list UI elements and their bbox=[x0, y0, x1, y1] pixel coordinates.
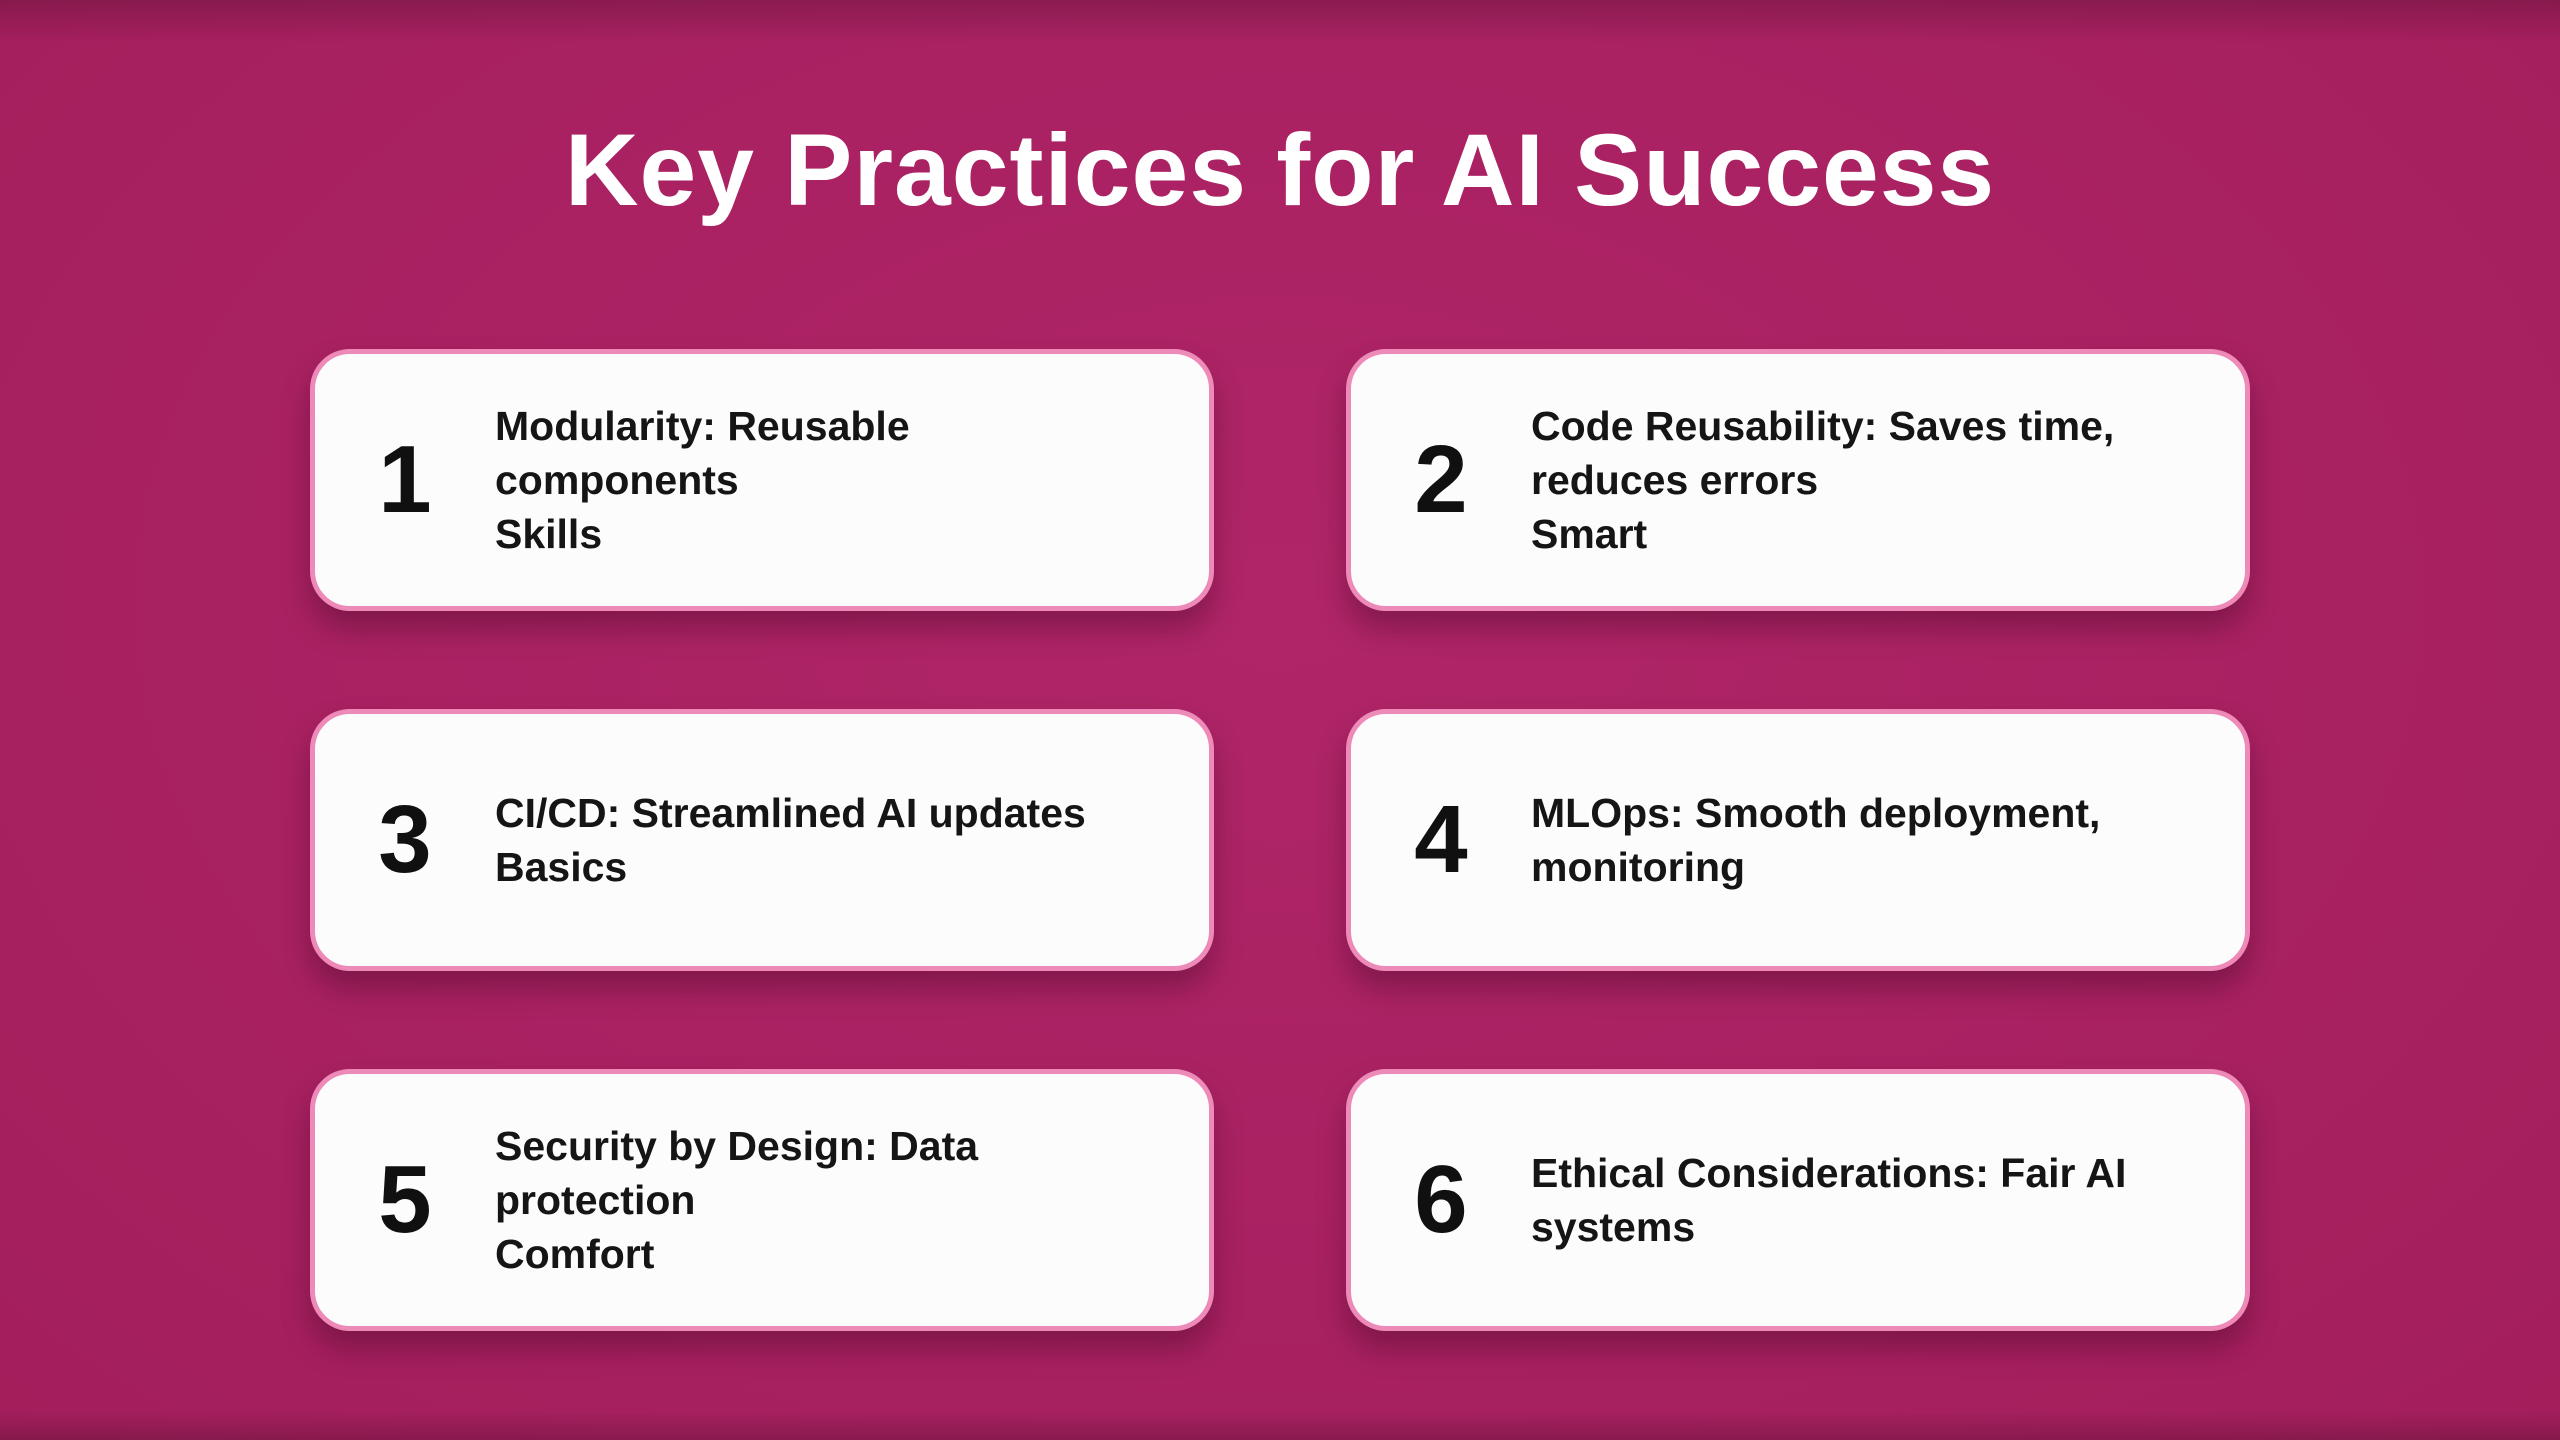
card-number: 3 bbox=[378, 786, 432, 893]
card-main-text: Security by Design: Data protection bbox=[495, 1122, 979, 1223]
practice-card-5: 5 Security by Design: Data protection Co… bbox=[310, 1069, 1214, 1331]
card-number: 5 bbox=[378, 1146, 432, 1253]
card-number: 1 bbox=[378, 426, 432, 533]
card-text: CI/CD: Streamlined AI updates Basics bbox=[495, 786, 1209, 894]
cards-grid: 1 Modularity: Reusable components Skills… bbox=[310, 349, 2250, 1331]
card-sub-text: Comfort bbox=[495, 1231, 655, 1278]
card-text: Modularity: Reusable components Skills bbox=[495, 399, 1209, 561]
practice-card-1: 1 Modularity: Reusable components Skills bbox=[310, 349, 1214, 611]
card-main-text: Code Reusability: Saves time, reduces er… bbox=[1531, 402, 2115, 503]
card-number: 6 bbox=[1414, 1146, 1468, 1253]
card-sub-text: Skills bbox=[495, 511, 603, 558]
card-main-text: CI/CD: Streamlined AI updates bbox=[495, 789, 1086, 836]
card-number: 4 bbox=[1414, 786, 1468, 893]
card-main-text: Ethical Considerations: Fair AI systems bbox=[1531, 1149, 2127, 1250]
card-sub-text: Smart bbox=[1531, 511, 1648, 558]
card-text: Security by Design: Data protection Comf… bbox=[495, 1119, 1209, 1281]
card-number: 2 bbox=[1414, 426, 1468, 533]
card-text: Code Reusability: Saves time, reduces er… bbox=[1531, 399, 2245, 561]
card-text: MLOps: Smooth deployment, monitoring bbox=[1531, 786, 2245, 894]
practice-card-6: 6 Ethical Considerations: Fair AI system… bbox=[1346, 1069, 2250, 1331]
practice-card-2: 2 Code Reusability: Saves time, reduces … bbox=[1346, 349, 2250, 611]
page-title: Key Practices for AI Success bbox=[564, 113, 1996, 227]
practice-card-3: 3 CI/CD: Streamlined AI updates Basics bbox=[310, 709, 1214, 971]
card-text: Ethical Considerations: Fair AI systems bbox=[1531, 1146, 2245, 1254]
card-main-text: MLOps: Smooth deployment, monitoring bbox=[1531, 789, 2101, 890]
card-main-text: Modularity: Reusable components bbox=[495, 402, 910, 503]
card-sub-text: Basics bbox=[495, 844, 628, 890]
practice-card-4: 4 MLOps: Smooth deployment, monitoring bbox=[1346, 709, 2250, 971]
